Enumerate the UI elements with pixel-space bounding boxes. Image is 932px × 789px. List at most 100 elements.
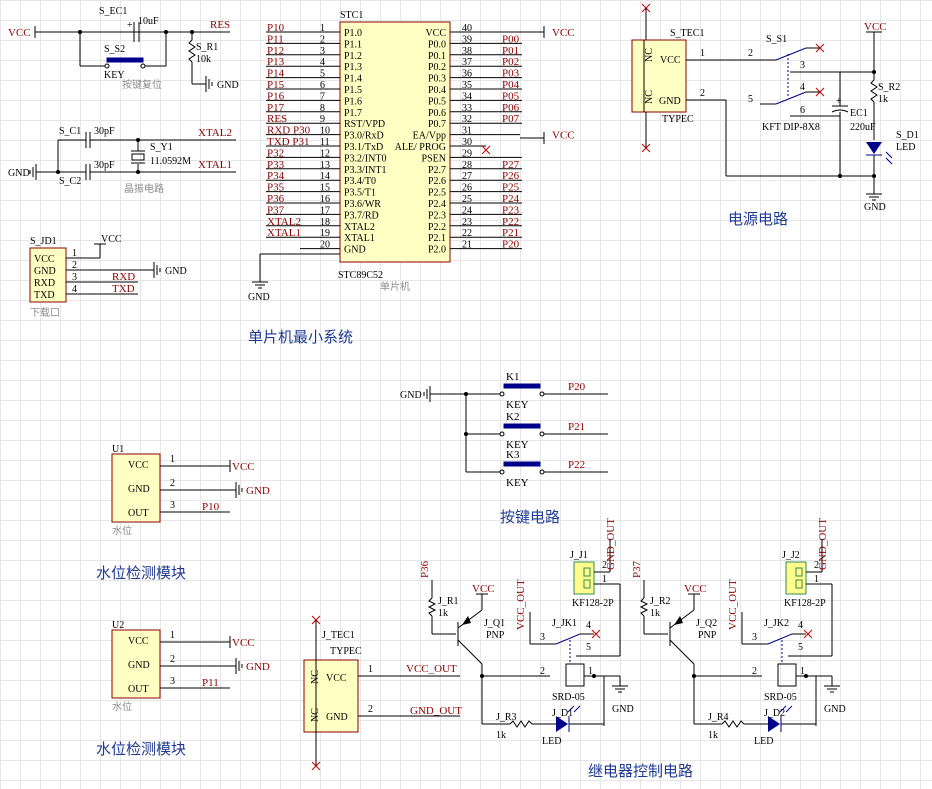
mcu-pin-name: GND [344, 245, 366, 256]
svg-text:GND: GND [128, 484, 150, 495]
mcu-pin-number: 30 [462, 137, 472, 148]
mcu-net-label: RXD P30 [267, 125, 311, 137]
crystal-circuit: GND S_C1 30pF S_C2 30pF S_Y1 11.0592M XT… [8, 126, 236, 195]
title-water-module-2: 水位检测模块 [96, 740, 186, 758]
svg-text:GND: GND [128, 660, 150, 671]
terminal-block [573, 561, 595, 595]
mcu-pin-number: 11 [320, 137, 330, 148]
crystal-value: 11.0592M [150, 156, 191, 167]
vcc-out-net-label: VCC_OUT [727, 579, 739, 630]
mcu-pin-name: P3.0/RxD [344, 131, 384, 142]
mcu-pin-name: P3.4/T0 [344, 176, 376, 187]
svg-text:1: 1 [800, 666, 805, 677]
svg-text:NC: NC [310, 708, 321, 722]
mcu-net-label: P00 [502, 33, 520, 45]
svg-text:1: 1 [368, 664, 373, 675]
mcu-net-label: P26 [502, 170, 520, 182]
mcu-pin-number: 3 [320, 46, 325, 57]
crystal-comment: 晶振电路 [124, 182, 164, 195]
mcu-pin-number: 5 [320, 69, 325, 80]
gnd-label: GND [400, 390, 422, 401]
gnd-out-net-label: GND_OUT [410, 705, 462, 717]
connector-designator: J_J1 [570, 550, 588, 561]
led-resistor [509, 720, 533, 728]
svg-text:GND: GND [659, 96, 681, 107]
mcu-net-label: P17 [267, 102, 285, 114]
mcu-net-label: P02 [502, 56, 519, 68]
mcu-comment: 单片机 [380, 280, 410, 293]
r-in-value: 1k [438, 608, 448, 619]
mcu-pin-number: 23 [462, 217, 472, 228]
svg-text:2: 2 [752, 666, 757, 677]
mcu-pin-number: 29 [462, 148, 472, 159]
c1-value: 30pF [94, 126, 115, 137]
mcu-pin-number: 10 [320, 126, 330, 137]
mcu-pin-group: P1.01P10P1.12P11P1.23P12P1.34P13P1.45P14… [266, 22, 575, 256]
connector-type: KF128-2P [784, 598, 826, 609]
mcu-net-label: P32 [267, 147, 284, 159]
reset-circuit: VCC RES S_EC1 10uF + S_S2 KEY 按键复位 S_R1 … [8, 6, 239, 93]
vcc-label: VCC [864, 21, 887, 33]
vcc-out-net-label: VCC_OUT [406, 663, 457, 675]
mcu-pin-name: P3.7/RD [344, 210, 379, 221]
out-net-label: P11 [202, 677, 219, 689]
water-comment: 水位 [112, 700, 132, 713]
mcu-pin-number: 14 [320, 171, 330, 182]
mcu-pin-number: 15 [320, 183, 330, 194]
led-designator: J_D2 [764, 708, 785, 719]
mcu-net-label: P12 [267, 45, 284, 57]
key-type: KEY [506, 399, 529, 411]
terminal-block [785, 561, 807, 595]
svg-text:3: 3 [752, 632, 757, 643]
ec1-designator: EC1 [850, 108, 868, 119]
r-in-value: 1k [650, 608, 660, 619]
mcu-net-label: P15 [267, 79, 285, 91]
mcu-pin-number: 39 [462, 34, 472, 45]
mcu-pin-name: P3.2/INT0 [344, 153, 387, 164]
mcu-pin-name: P2.3 [428, 210, 446, 221]
mcu-designator: STC1 [340, 10, 363, 21]
mcu-pin-number: 25 [462, 194, 472, 205]
res-net-label: RES [210, 19, 230, 31]
gnd-symbol [229, 657, 243, 675]
mcu-net-label: P22 [502, 216, 519, 228]
mcu-pin-number: 33 [462, 103, 472, 114]
mcu-net-label: P07 [502, 113, 520, 125]
typec-connector [303, 659, 359, 733]
vcc-net-label: VCC [232, 637, 255, 649]
key-designator: S_S2 [104, 44, 125, 55]
cap-designator: S_EC1 [99, 6, 127, 17]
led-resistor [870, 79, 878, 103]
svg-text:VCC: VCC [128, 460, 149, 471]
gnd-symbol [29, 163, 43, 181]
mcu-pin-number: 32 [462, 114, 472, 125]
svg-text:2: 2 [602, 560, 607, 571]
c1-designator: S_C1 [59, 126, 81, 137]
svg-text:2: 2 [540, 666, 545, 677]
water-comment: 水位 [112, 524, 132, 537]
svg-text:1: 1 [700, 48, 705, 59]
mcu-pin-name: P1.7 [344, 108, 362, 119]
reset-key [106, 57, 144, 63]
status-led [768, 716, 780, 732]
mcu-pin-name: P2.6 [428, 176, 446, 187]
svg-text:NC: NC [644, 90, 655, 104]
led-designator: J_D1 [552, 708, 573, 719]
r-led-designator: J_R4 [708, 712, 729, 723]
relay-type: SRD-05 [552, 692, 585, 703]
svg-text:NC: NC [644, 48, 655, 62]
svg-text:1: 1 [602, 574, 607, 585]
key-designator: K3 [506, 449, 520, 461]
mcu-pin-name: P0.4 [428, 85, 446, 96]
mcu-pin-number: 38 [462, 46, 472, 57]
relay-type: SRD-05 [764, 692, 797, 703]
svg-text:4: 4 [798, 620, 803, 631]
vcc-net-label: VCC [8, 27, 31, 39]
svg-text:NC: NC [310, 670, 321, 684]
svg-text:6: 6 [800, 105, 805, 116]
water-module-2: U2 VCC GND OUT 1 2 3 VCC GND P11 水位 [111, 620, 270, 713]
txd-net-label: TXD [112, 283, 135, 295]
relay-coil [565, 663, 585, 687]
q-designator: J_Q1 [484, 618, 505, 629]
